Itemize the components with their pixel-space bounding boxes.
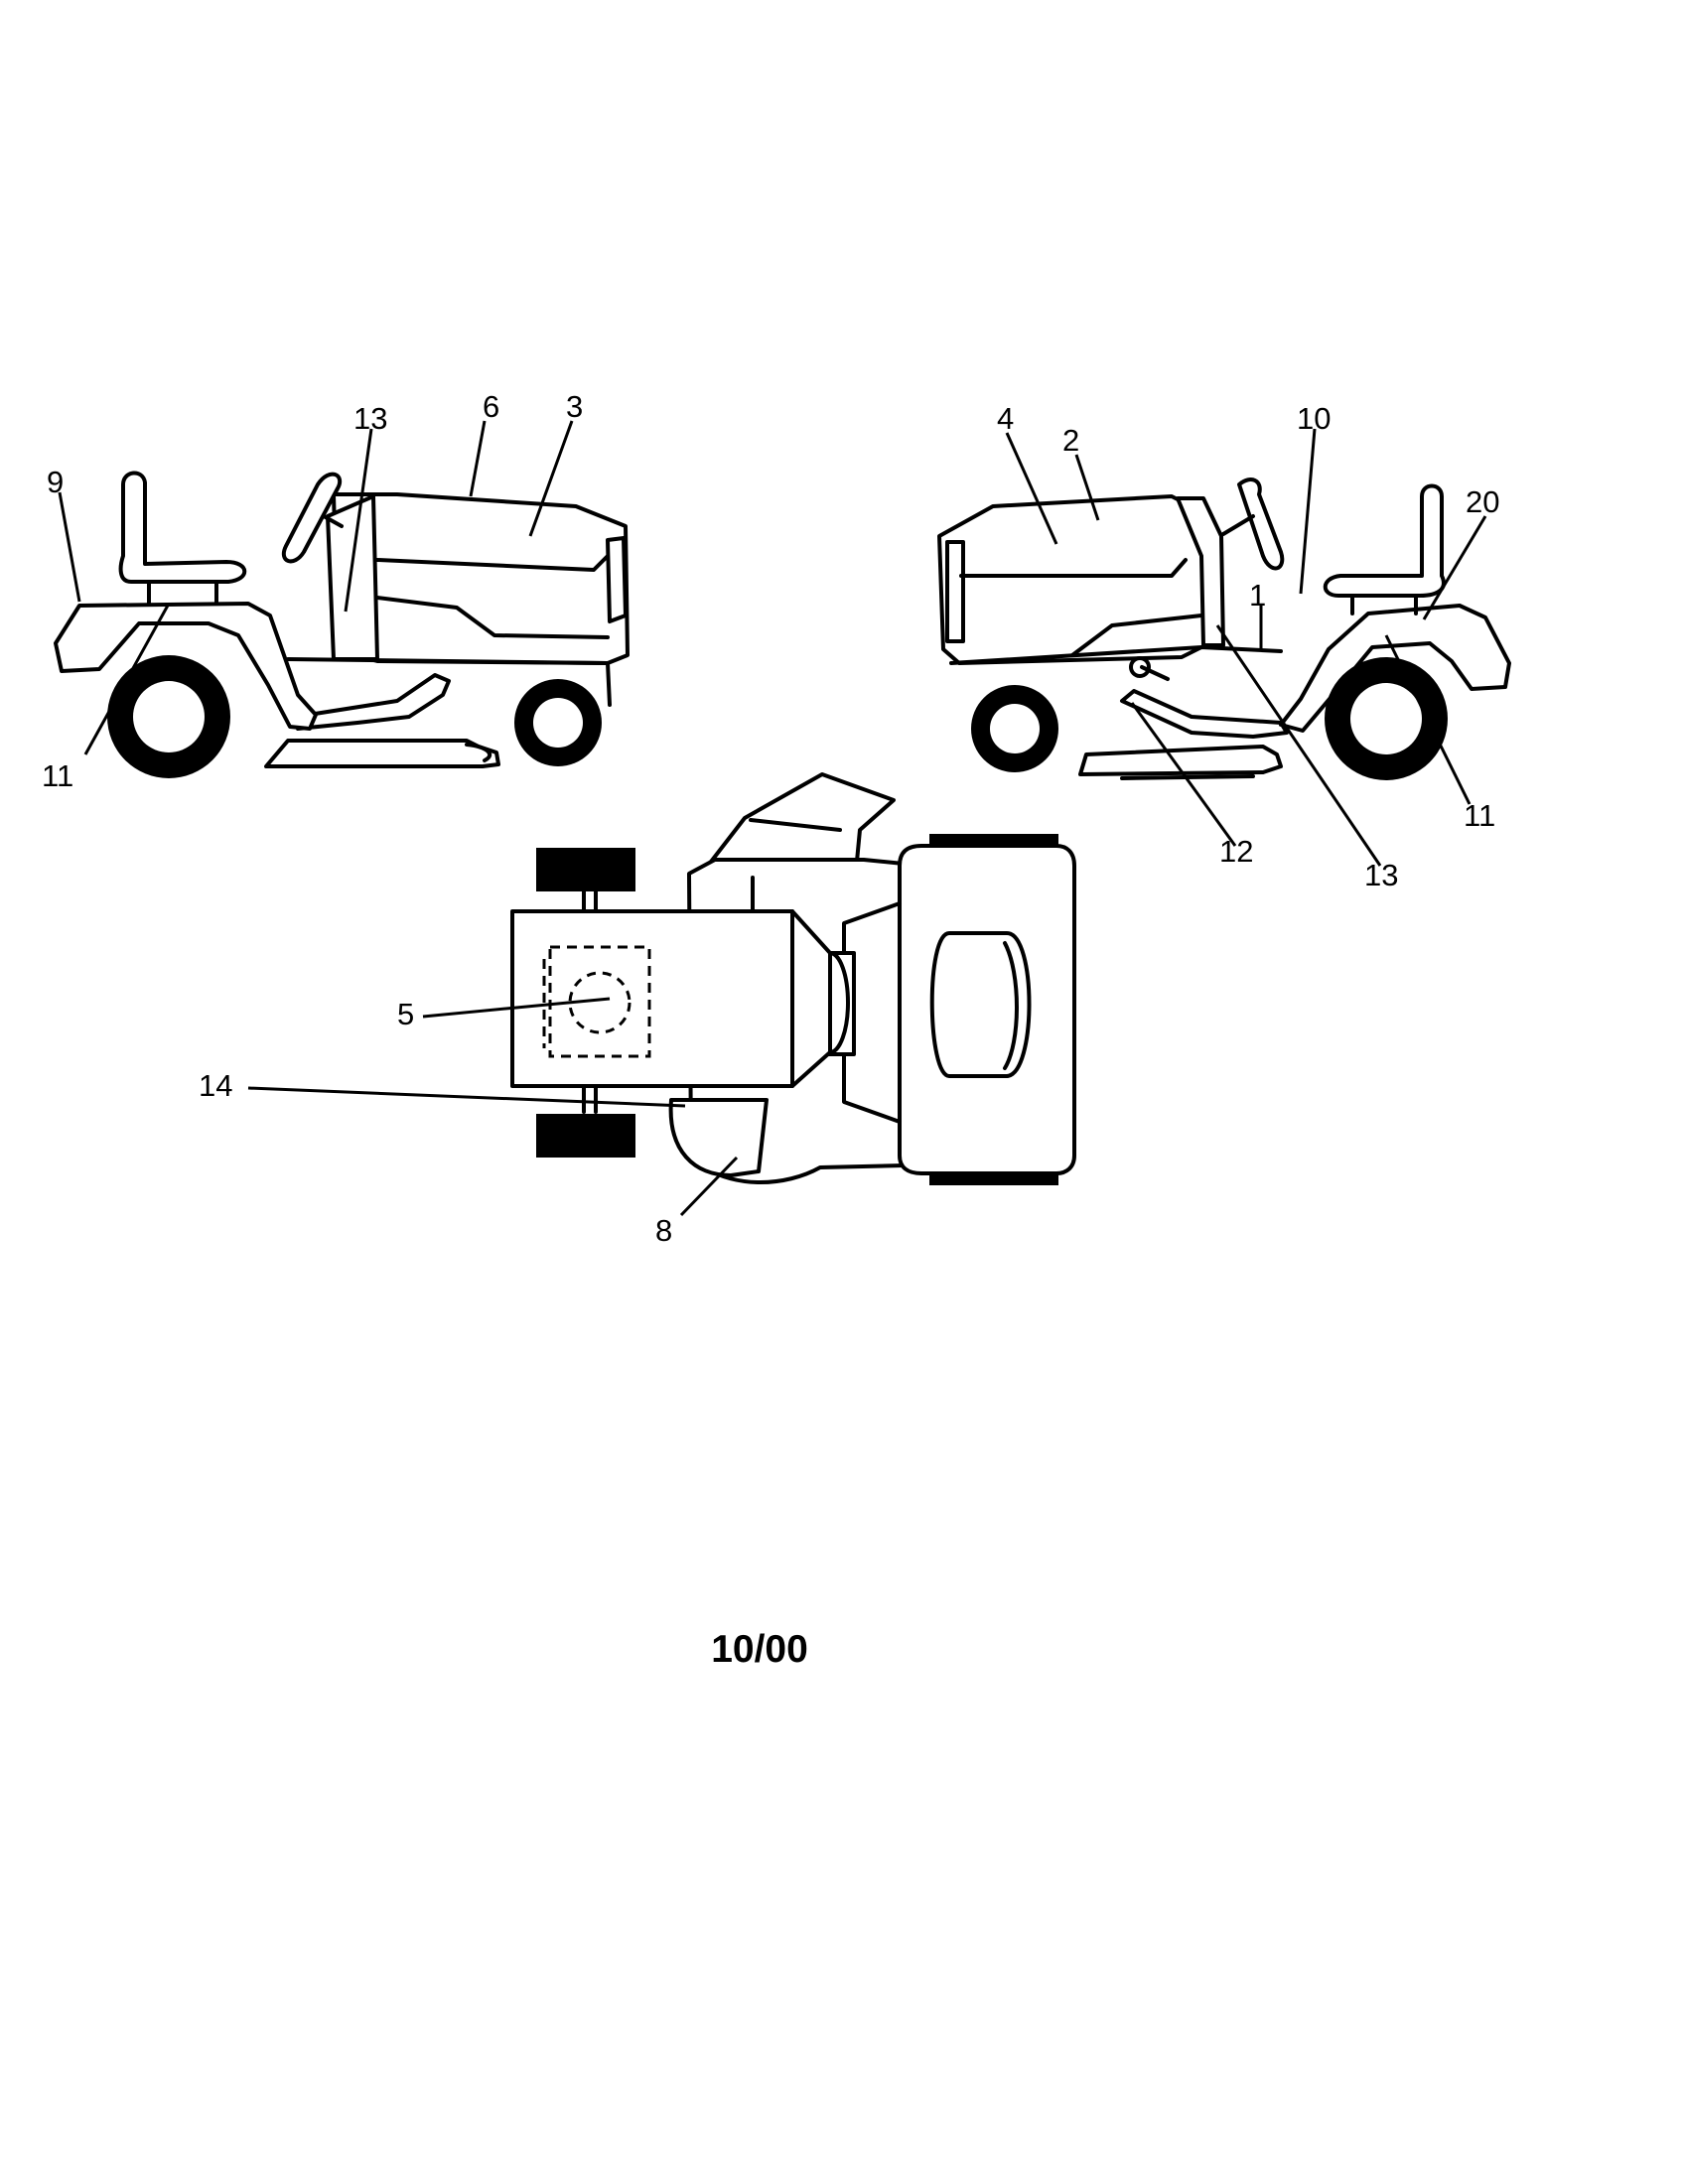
callout-12: 12 — [1219, 834, 1253, 869]
callout-14: 14 — [199, 1068, 232, 1103]
callout-13: 13 — [353, 401, 387, 436]
callout-4: 4 — [997, 401, 1014, 436]
callout-5: 5 — [397, 997, 414, 1031]
callout-11: 11 — [42, 758, 73, 793]
callout-9: 9 — [47, 465, 64, 499]
tractor-right-side-view: 4 2 10 20 1 12 13 11 — [937, 401, 1511, 892]
tractor-top-view: 5 14 8 — [199, 772, 1076, 1248]
callout-3: 3 — [566, 389, 583, 424]
callout-8: 8 — [655, 1213, 672, 1248]
callout-10: 10 — [1297, 401, 1331, 436]
callout-2: 2 — [1062, 423, 1079, 458]
callout-11-right: 11 — [1464, 798, 1495, 833]
callout-20: 20 — [1466, 484, 1499, 519]
callout-1: 1 — [1249, 578, 1266, 613]
date-code: 10/00 — [711, 1628, 808, 1671]
callout-6: 6 — [483, 389, 499, 424]
tractor-left-side-view: 9 13 6 3 11 — [42, 389, 630, 793]
callout-13-right: 13 — [1364, 858, 1398, 892]
